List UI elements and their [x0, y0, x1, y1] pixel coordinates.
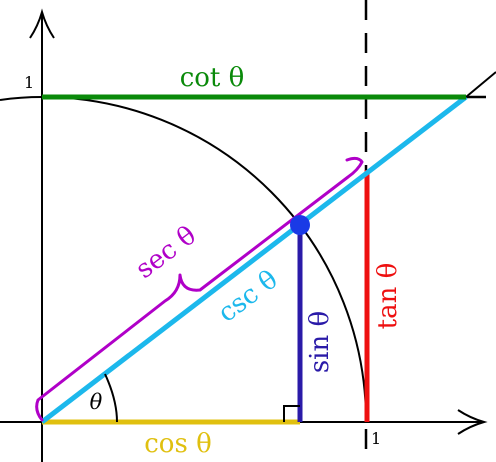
unit-circle-arc	[0, 95, 368, 423]
x-tick-label: 1	[371, 429, 381, 448]
sec-label: sec θ	[130, 220, 202, 284]
theta-angle-arc	[104, 373, 118, 423]
right-angle-marker	[283, 405, 300, 422]
theta-label: θ	[90, 390, 103, 414]
csc-label: csc θ	[213, 265, 284, 329]
y-axis-arrowhead	[29, 8, 55, 39]
y-tick-label: 1	[24, 73, 34, 92]
sin-label: sin θ	[305, 311, 335, 373]
secant-extension-line	[465, 71, 496, 98]
x-axis-arrowhead	[457, 409, 488, 435]
cos-label: cos θ	[144, 429, 211, 459]
cot-label: cot θ	[180, 63, 245, 93]
circle-point	[290, 215, 310, 235]
csc-segment	[40, 95, 468, 424]
sec-brace	[35, 156, 364, 422]
tan-label: tan θ	[373, 263, 403, 330]
